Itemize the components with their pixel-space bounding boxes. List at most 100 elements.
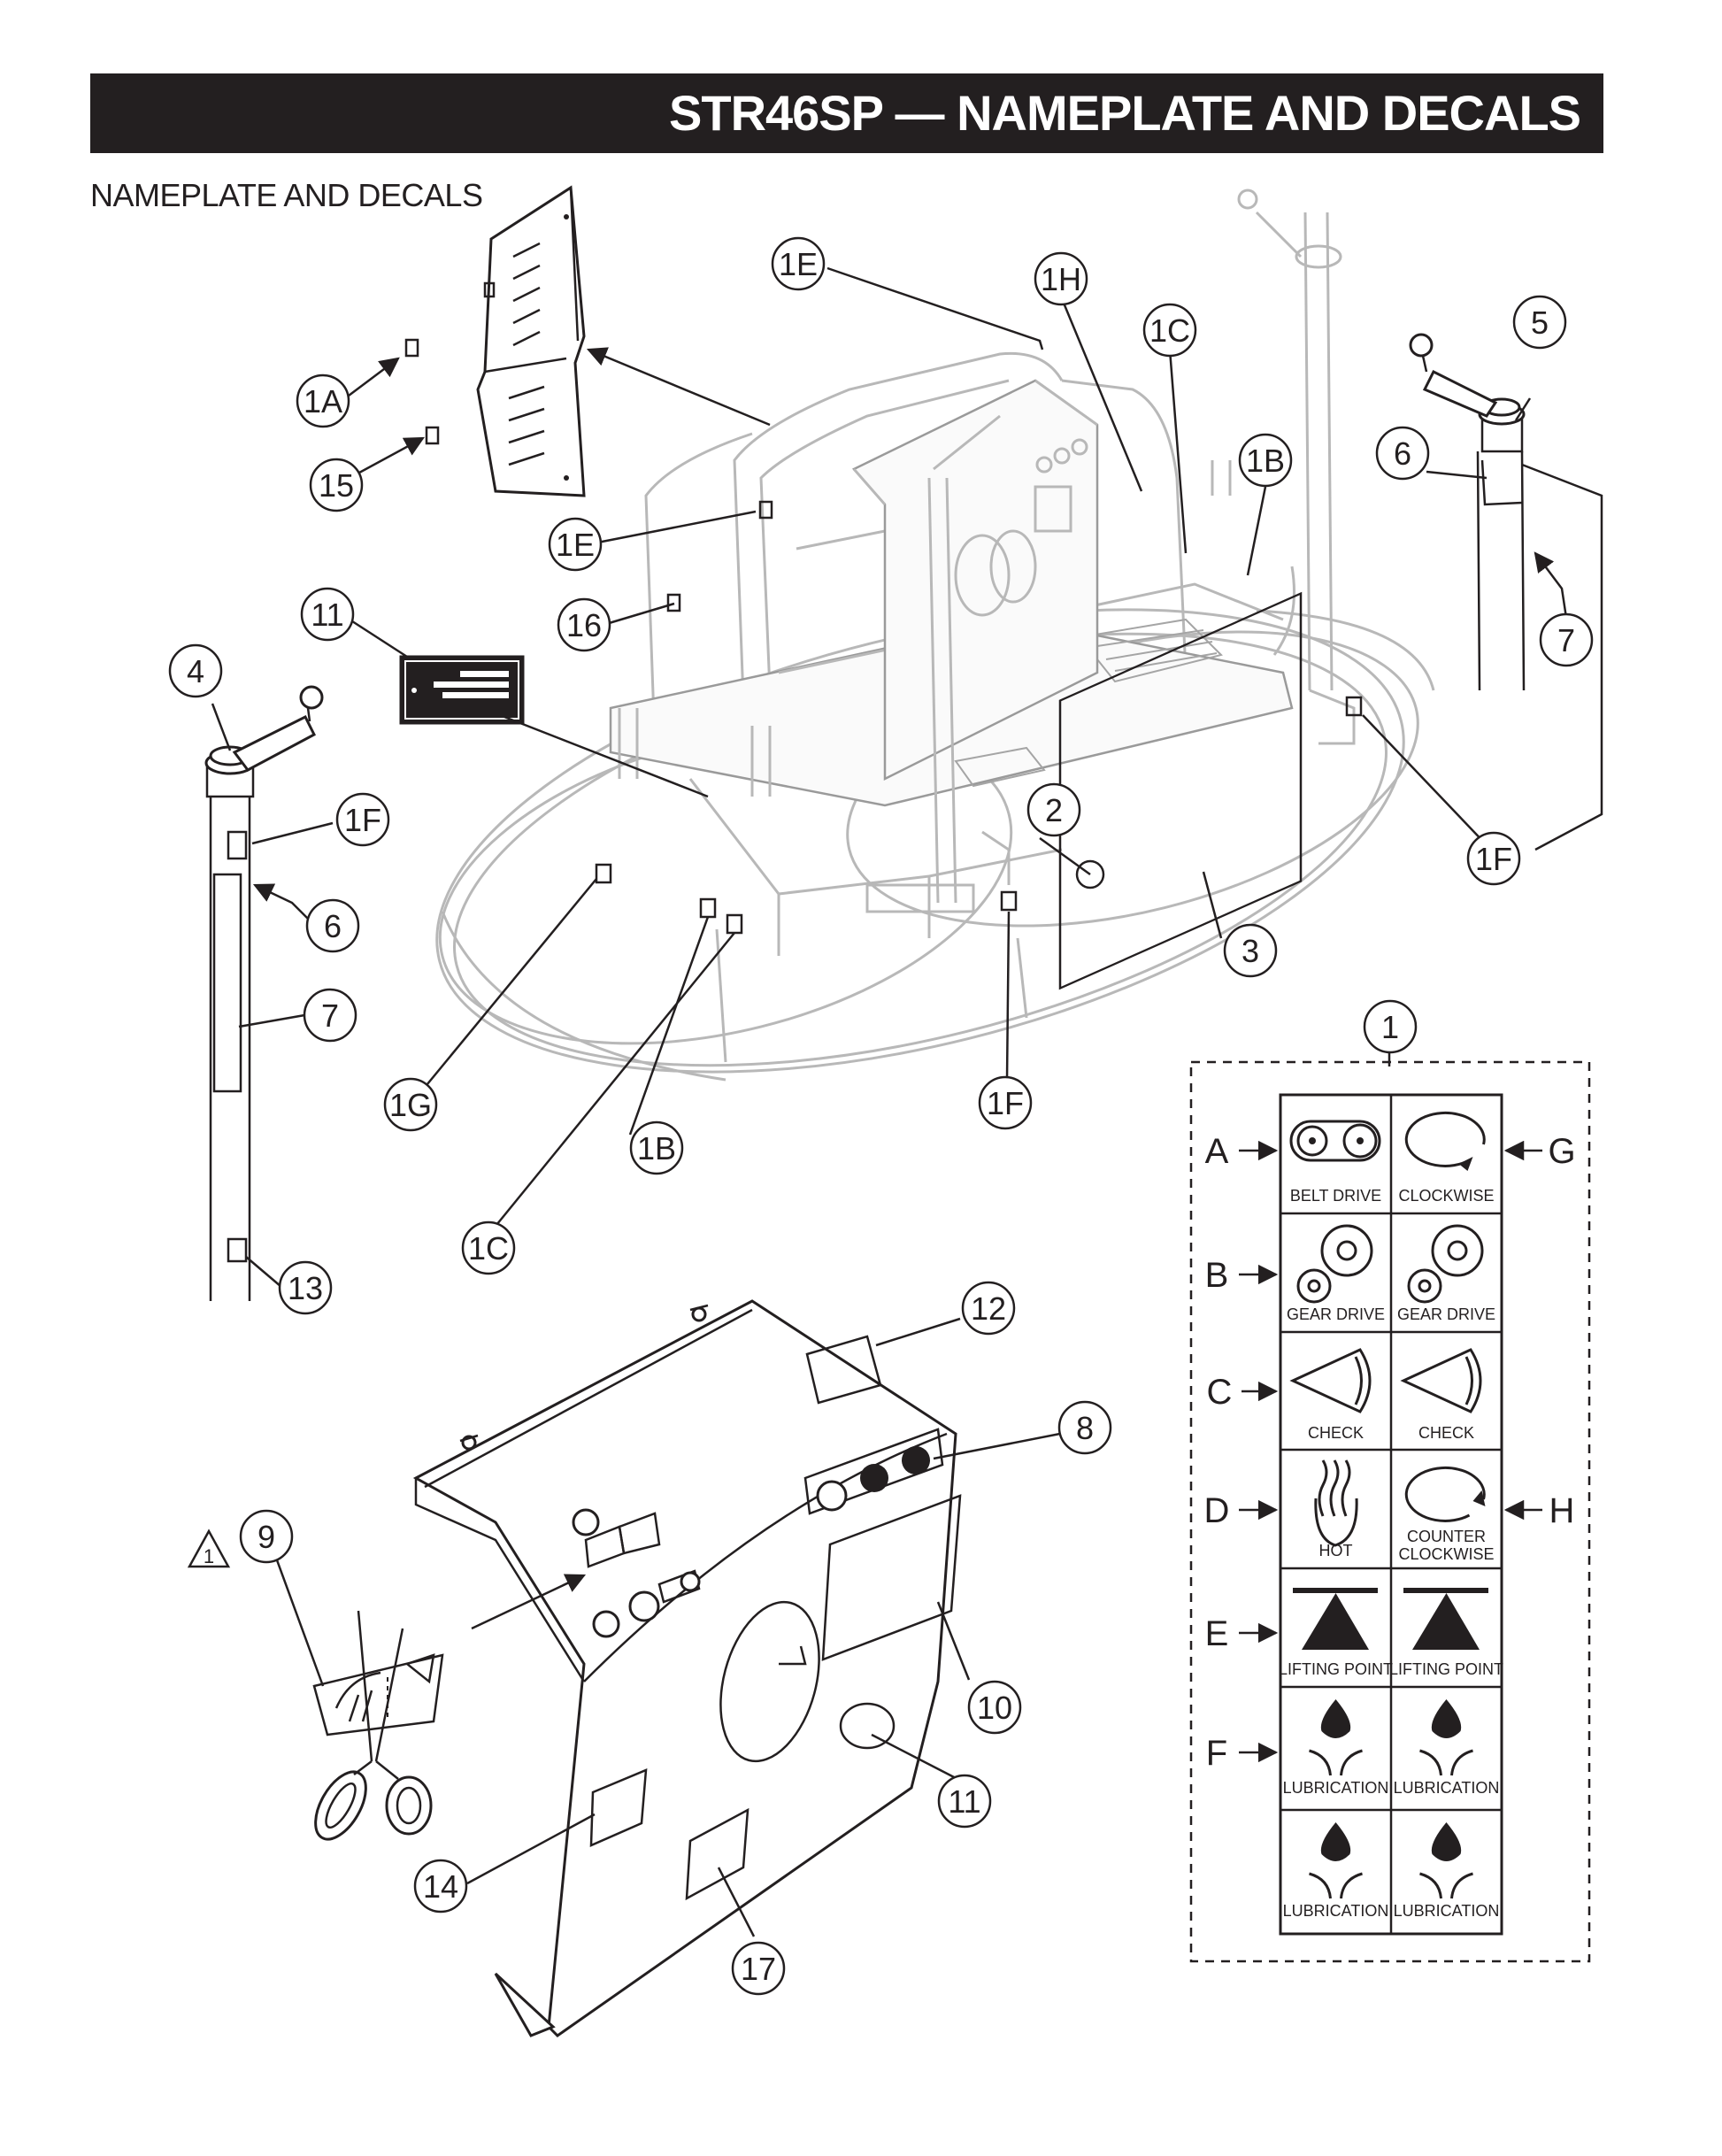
decal-letter-g: G xyxy=(1503,1132,1576,1171)
callout-label: 2 xyxy=(1045,792,1063,828)
lubrication-icon xyxy=(1419,1699,1473,1776)
callout-label: 1F xyxy=(1475,841,1512,877)
gear-drive-icon xyxy=(1407,1224,1484,1304)
decal-caption: LIFTING POINT xyxy=(1279,1660,1393,1678)
decal-markers xyxy=(404,338,1363,990)
callout-1f-left: 1F xyxy=(335,792,390,847)
callout-1c-bottom: 1C xyxy=(461,1220,516,1275)
callout-1: 1 xyxy=(1363,999,1418,1054)
decal-cell-f1: LUBRICATION xyxy=(1283,1699,1389,1797)
right-handle-drawing xyxy=(1409,333,1526,691)
decal-letter-f: F xyxy=(1206,1734,1279,1773)
callout-label: 6 xyxy=(324,908,342,944)
callout-label: 1F xyxy=(344,802,381,838)
decal-letter-e: E xyxy=(1205,1614,1279,1653)
callout-6-left: 6 xyxy=(305,898,360,953)
callout-7-right: 7 xyxy=(1539,612,1594,667)
decal-caption: LUBRICATION xyxy=(1283,1779,1389,1797)
decal-letter-label: C xyxy=(1207,1373,1233,1412)
decal-letter-d: D xyxy=(1204,1491,1279,1530)
belt-drive-icon xyxy=(1289,1120,1381,1162)
hot-surface-icon xyxy=(1314,1459,1358,1547)
callout-label: 13 xyxy=(288,1270,323,1306)
callout-label: 5 xyxy=(1531,304,1549,341)
decal-letter-b: B xyxy=(1205,1256,1279,1295)
decal-caption: CHECK xyxy=(1308,1424,1364,1442)
callout-12: 12 xyxy=(961,1281,1016,1336)
decal-letter-label: F xyxy=(1206,1734,1227,1773)
lubrication-icon xyxy=(1309,1699,1363,1776)
callout-13: 13 xyxy=(278,1260,333,1315)
control-tower-drawing xyxy=(851,189,1356,913)
callout-label: 1E xyxy=(556,527,595,563)
callout-label: 8 xyxy=(1076,1410,1094,1446)
scissors-drawing xyxy=(312,1610,444,1841)
callout-6-right: 6 xyxy=(1375,426,1430,481)
callout-10: 10 xyxy=(967,1680,1022,1735)
callout-1f-bottom: 1F xyxy=(978,1075,1033,1130)
decal-letter-h: H xyxy=(1503,1491,1574,1530)
callout-label: 7 xyxy=(1557,622,1575,658)
callout-label: 1E xyxy=(779,246,818,282)
gear-drive-icon xyxy=(1296,1224,1373,1304)
clockwise-arrow-icon xyxy=(1404,1111,1486,1171)
callout-label: 11 xyxy=(311,597,343,633)
callout-11-top: 11 xyxy=(300,587,355,642)
callout-label: 1B xyxy=(1246,443,1285,479)
decal-caption: LUBRICATION xyxy=(1394,1902,1500,1920)
control-panel-drawing xyxy=(412,1299,962,2037)
decal-cell-c2: CHECK xyxy=(1400,1348,1482,1442)
decal-caption: GEAR DRIVE xyxy=(1287,1305,1385,1323)
left-handle-drawing xyxy=(204,685,324,1301)
decal-cell-a: BELT DRIVE xyxy=(1289,1120,1381,1205)
decal-caption: LIFTING POINT xyxy=(1389,1660,1503,1678)
decal-caption: HOT xyxy=(1319,1542,1353,1559)
decal-caption-line2: CLOCKWISE xyxy=(1398,1545,1494,1563)
decal-letter-c: C xyxy=(1207,1373,1279,1412)
decal-cell-d: HOT xyxy=(1314,1459,1358,1559)
lifting-point-icon xyxy=(1403,1588,1488,1650)
callout-1b-top: 1B xyxy=(1238,433,1293,488)
belt-guard-panel xyxy=(476,185,586,497)
callout-label: 6 xyxy=(1394,435,1411,472)
decal-letter-label: B xyxy=(1205,1256,1229,1295)
callout-label: 10 xyxy=(977,1690,1012,1726)
decal-caption: CLOCKWISE xyxy=(1398,1187,1494,1205)
callout-1e-top: 1E xyxy=(771,236,826,291)
leader-lines xyxy=(211,266,1603,1937)
decal-sheet-outline xyxy=(1189,1060,1591,1963)
decal-letter-label: E xyxy=(1205,1614,1229,1653)
decal-cell-b2: GEAR DRIVE xyxy=(1397,1224,1495,1323)
callout-1c-top: 1C xyxy=(1142,303,1197,358)
callout-label: 1F xyxy=(987,1085,1024,1121)
callout-label: 1G xyxy=(389,1087,432,1123)
callout-label: 4 xyxy=(187,653,204,689)
callout-5: 5 xyxy=(1512,295,1567,350)
callout-11-bottom: 11 xyxy=(937,1774,992,1829)
callout-label: 1C xyxy=(1149,312,1190,349)
callout-3: 3 xyxy=(1223,923,1278,978)
decal-caption: LUBRICATION xyxy=(1394,1779,1500,1797)
callout-label: 1 xyxy=(1381,1009,1399,1045)
decal-letter-label: G xyxy=(1548,1132,1575,1171)
lubrication-icon xyxy=(1419,1822,1473,1899)
callout-label: 14 xyxy=(423,1868,458,1905)
decal-cell-f2: LUBRICATION xyxy=(1394,1699,1500,1797)
callout-2: 2 xyxy=(1026,782,1081,837)
callout-1h: 1H xyxy=(1034,251,1088,306)
callout-16: 16 xyxy=(557,597,611,652)
callout-15: 15 xyxy=(309,458,364,512)
warning-triangle-icon: 1 xyxy=(187,1528,231,1568)
decal-sheet: BELT DRIVE CLOCKWISE GEAR DRIVE GEAR DRIVE C… xyxy=(1189,1060,1591,1963)
callout-9: 9 xyxy=(239,1509,294,1564)
callout-label: 12 xyxy=(971,1290,1006,1327)
decal-cell-g: CLOCKWISE xyxy=(1398,1111,1495,1205)
nameplate-drawing xyxy=(399,655,525,725)
section-label: NAMEPLATE AND DECALS xyxy=(90,177,483,213)
callout-label: 11 xyxy=(948,1783,980,1820)
callout-label: 1A xyxy=(304,383,342,420)
